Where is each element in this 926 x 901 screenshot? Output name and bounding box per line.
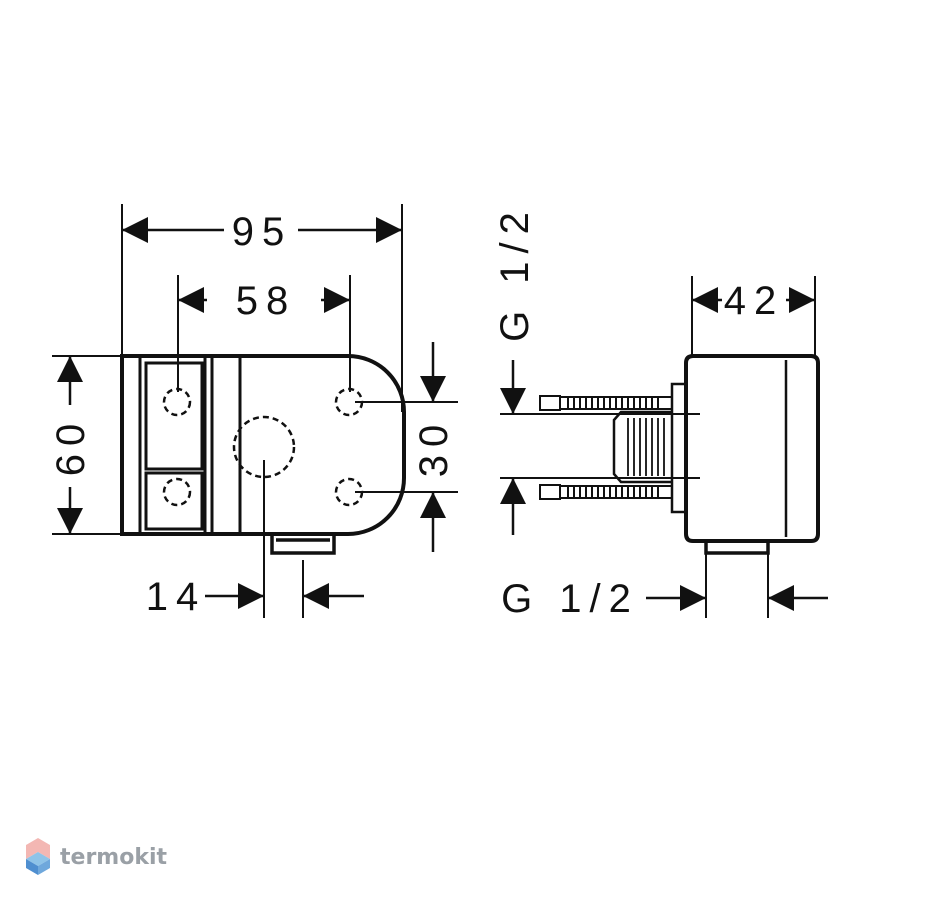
watermark: termokit (26, 838, 167, 875)
dim-side-depth: 42 (724, 279, 785, 323)
front-upper-slot (144, 361, 204, 471)
front-hole-bottom-left (162, 477, 192, 507)
dim-thread-bottom: G 1/2 (501, 577, 639, 621)
dim-hole-spacing: 58 (236, 279, 297, 323)
front-view (52, 204, 458, 618)
side-screw-bottom (539, 484, 673, 500)
front-body-outline (120, 354, 406, 536)
side-body-outline (684, 354, 820, 543)
watermark-logo-icon (26, 838, 50, 875)
dim-height: 60 (49, 416, 93, 477)
dim-outlet-offset: 14 (146, 575, 207, 619)
front-lower-slot (144, 471, 204, 531)
side-outlet-nipple (704, 541, 770, 555)
watermark-text: termokit (60, 845, 167, 870)
side-view (500, 276, 828, 618)
dim-vertical-spacing: 30 (412, 417, 456, 478)
side-clip-housing (612, 410, 672, 484)
side-back-plate (670, 382, 688, 514)
dim-thread-top: G 1/2 (493, 204, 537, 342)
front-left-block (120, 354, 142, 536)
front-outlet-circle (232, 415, 296, 479)
front-outlet-nipple (270, 534, 336, 555)
dim-overall-width: 95 (232, 210, 293, 254)
front-hole-top-left (162, 387, 192, 417)
side-screw-top (539, 395, 673, 411)
